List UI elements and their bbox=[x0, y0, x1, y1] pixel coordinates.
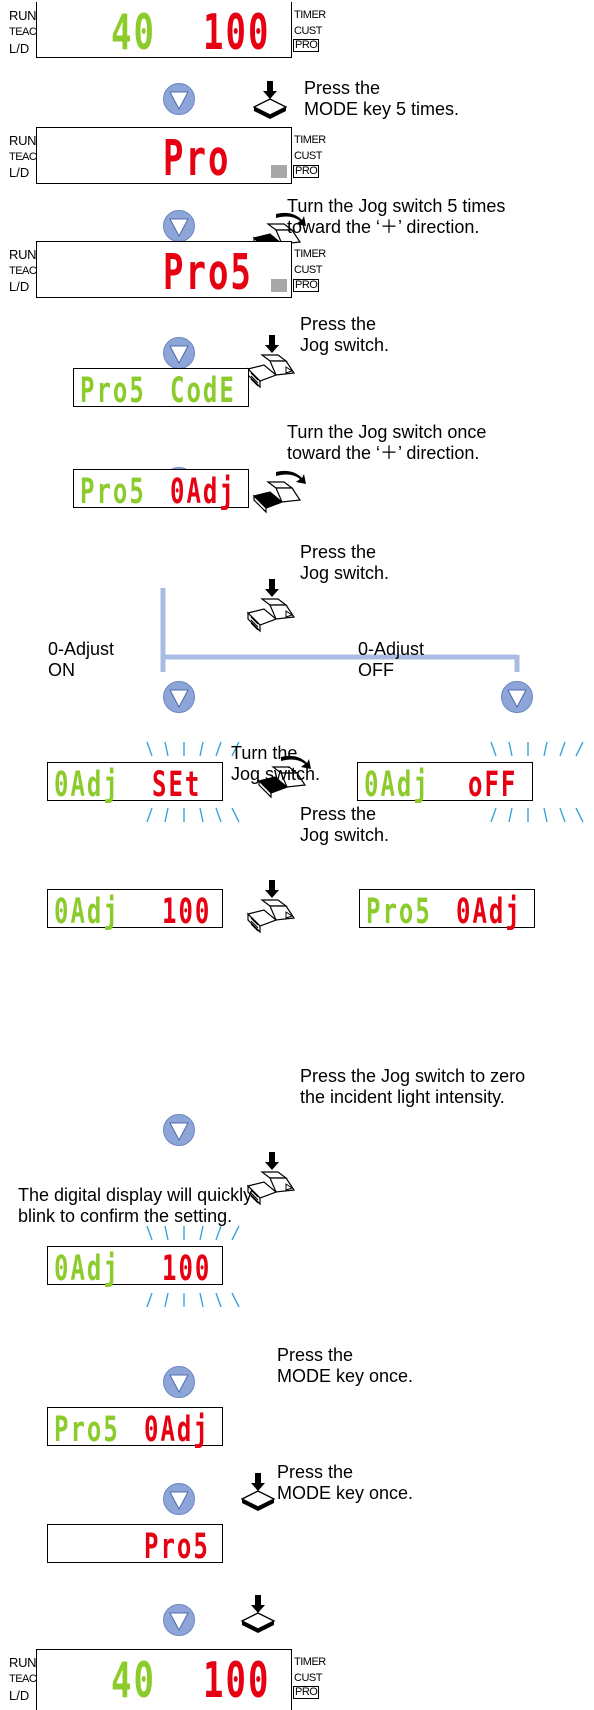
blink-mark bbox=[490, 807, 584, 823]
blink-mark bbox=[146, 1225, 240, 1241]
display-panel: Pro5 bbox=[36, 241, 292, 302]
jog-press-icon bbox=[247, 334, 295, 388]
down-arrow-icon bbox=[163, 337, 195, 369]
display-panel-11: Pro5 0Adj bbox=[47, 1407, 223, 1450]
display-right-value: oFF bbox=[468, 764, 518, 805]
display-right-value: 100 bbox=[203, 1652, 271, 1710]
display-panel: 40 100 bbox=[36, 1649, 292, 1710]
display-panel-12: Pro5 bbox=[47, 1524, 223, 1567]
display-right-value: 100 bbox=[203, 4, 271, 62]
display-right-value: SEt bbox=[152, 764, 202, 805]
run-label: RUN bbox=[9, 133, 37, 148]
display-panel-10: 0Adj 100 bbox=[47, 1246, 223, 1289]
cust-label: CUST bbox=[294, 1672, 322, 1684]
display-right-value: Pro bbox=[163, 130, 231, 188]
jog-turn-icon bbox=[253, 470, 307, 513]
ld-label: L/D bbox=[9, 165, 30, 180]
step-text: Turn the Jog switch. bbox=[231, 743, 321, 784]
display-panel-5: Pro5 0Adj bbox=[73, 469, 249, 512]
display-left-value: 0Adj bbox=[54, 1248, 120, 1289]
blink-mark bbox=[146, 807, 240, 823]
step-text: Press the MODE key once. bbox=[277, 1345, 414, 1386]
down-arrow-icon bbox=[163, 681, 195, 713]
display-panel: Pro bbox=[36, 127, 292, 188]
ld-label: L/D bbox=[9, 1688, 30, 1703]
display-right-value: 100 bbox=[162, 891, 212, 932]
down-arrow-icon bbox=[163, 1114, 195, 1146]
display-panel-9: Pro5 0Adj bbox=[359, 889, 535, 932]
display-panel-4: Pro5 CodE bbox=[73, 368, 249, 411]
display-left-value: 40 bbox=[111, 1652, 156, 1710]
display-right-value: 100 bbox=[162, 1248, 212, 1289]
step-text: Press the Jog switch. bbox=[300, 804, 390, 845]
down-arrow-icon bbox=[163, 1483, 195, 1515]
display-panel-7: 0Adj oFF bbox=[357, 762, 533, 805]
teach-label: TEACH bbox=[9, 1673, 44, 1685]
mode-key-icon bbox=[241, 1472, 275, 1512]
teach-label: TEACH bbox=[9, 26, 44, 38]
run-label: RUN bbox=[9, 1655, 37, 1670]
timer-label: TIMER bbox=[294, 134, 326, 146]
timer-label: TIMER bbox=[294, 1656, 326, 1668]
display-right-value: Pro5 bbox=[144, 1526, 210, 1567]
branch-label-off: 0-Adjust OFF bbox=[358, 639, 425, 680]
pro-indicator bbox=[271, 165, 287, 178]
jog-press-icon bbox=[247, 879, 295, 933]
display-right-value: 0Adj bbox=[170, 471, 236, 512]
display-left-value: 40 bbox=[111, 4, 156, 62]
mode-key-icon bbox=[241, 1594, 275, 1634]
display-left-value: Pro5 bbox=[366, 891, 432, 932]
ld-label: L/D bbox=[9, 279, 30, 294]
display-left-value: 0Adj bbox=[54, 764, 120, 805]
run-label: RUN bbox=[9, 8, 37, 23]
display-left-value: Pro5 bbox=[80, 370, 146, 411]
display-left-value: 0Adj bbox=[364, 764, 430, 805]
step-text: Turn the Jog switch 5 times toward the ‘… bbox=[287, 196, 506, 237]
blink-mark bbox=[146, 741, 240, 757]
display-panel: 40 100 bbox=[36, 2, 292, 62]
display-left-value: 0Adj bbox=[54, 891, 120, 932]
step-text: Turn the Jog switch once toward the ‘＋’ … bbox=[287, 422, 487, 463]
blink-mark bbox=[490, 741, 584, 757]
display-panel-6: 0Adj SEt bbox=[47, 762, 223, 805]
display-right-value: 0Adj bbox=[456, 891, 522, 932]
blink-mark bbox=[146, 1292, 240, 1308]
step-text: Press the Jog switch. bbox=[300, 314, 390, 355]
branch-label-on: 0-Adjust ON bbox=[48, 639, 115, 680]
cust-label: CUST bbox=[294, 150, 322, 162]
down-arrow-icon bbox=[501, 681, 533, 713]
step-text: Press the MODE key once. bbox=[277, 1462, 414, 1503]
display-panel-8: 0Adj 100 bbox=[47, 889, 223, 932]
step-text: Press the MODE key 5 times. bbox=[304, 78, 460, 119]
display-right-value: Pro5 bbox=[163, 244, 253, 302]
pro-label: PRO bbox=[293, 279, 320, 292]
pro-indicator bbox=[271, 279, 287, 292]
mode-key-icon bbox=[253, 80, 287, 120]
pro-label: PRO bbox=[293, 39, 320, 52]
run-label: RUN bbox=[9, 247, 37, 262]
teach-label: TEACH bbox=[9, 151, 44, 163]
down-arrow-icon bbox=[163, 83, 195, 115]
ld-label: L/D bbox=[9, 41, 30, 56]
step-text: Press the Jog switch. bbox=[300, 542, 390, 583]
down-arrow-icon bbox=[163, 1604, 195, 1636]
step-text: Press the Jog switch to zero the inciden… bbox=[300, 1066, 526, 1107]
down-arrow-icon bbox=[163, 1366, 195, 1398]
pro-label: PRO bbox=[293, 1686, 320, 1699]
display-left-value: Pro5 bbox=[54, 1409, 120, 1450]
step-text: The digital display will quickly blink t… bbox=[18, 1185, 253, 1226]
timer-label: TIMER bbox=[294, 248, 326, 260]
display-right-value: 0Adj bbox=[144, 1409, 210, 1450]
pro-label: PRO bbox=[293, 165, 320, 178]
display-right-value: CodE bbox=[170, 370, 236, 411]
down-arrow-icon bbox=[163, 210, 195, 242]
jog-press-icon bbox=[247, 578, 295, 632]
cust-label: CUST bbox=[294, 25, 322, 37]
cust-label: CUST bbox=[294, 264, 322, 276]
display-left-value: Pro5 bbox=[80, 471, 146, 512]
teach-label: TEACH bbox=[9, 265, 44, 277]
jog-press-icon bbox=[247, 1151, 295, 1205]
timer-label: TIMER bbox=[294, 9, 326, 21]
